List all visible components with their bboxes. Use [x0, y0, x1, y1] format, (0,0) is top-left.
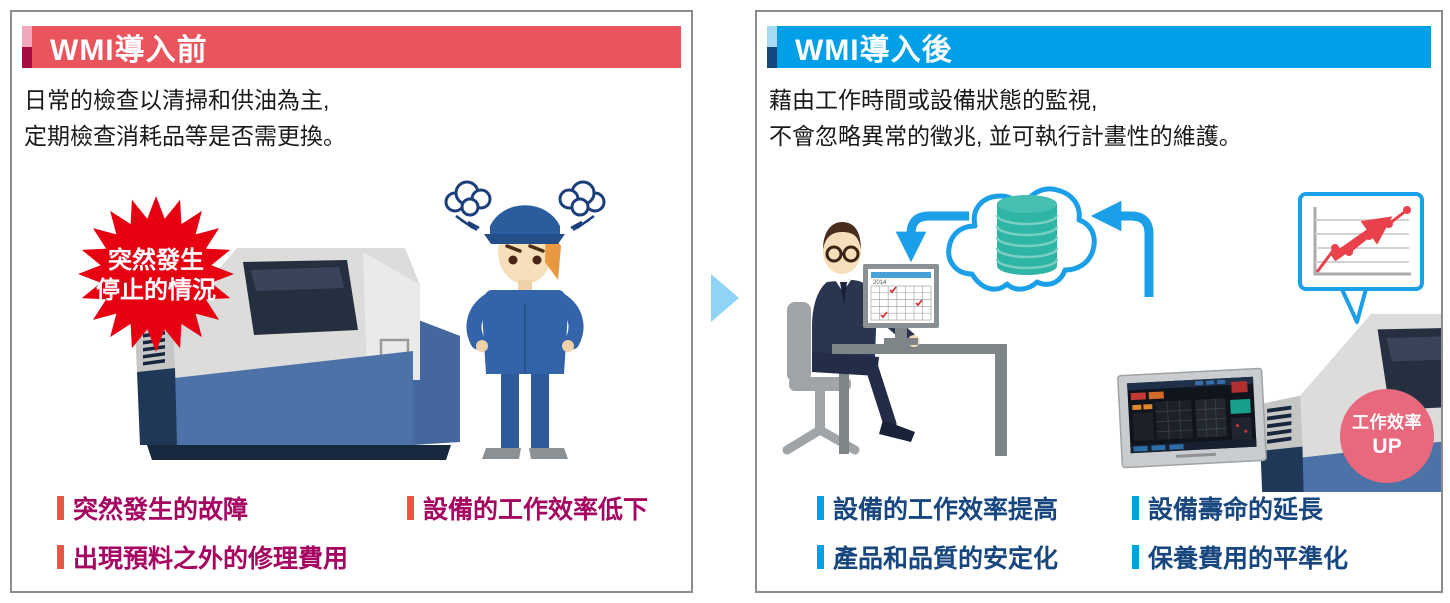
machine-to-cloud-arrow-icon	[1090, 200, 1154, 297]
bullet-bar-icon	[57, 545, 64, 569]
calendar-monitor-icon: 2014	[863, 264, 939, 345]
calendar-year: 2014	[873, 280, 887, 286]
bullet-bar-icon	[57, 496, 64, 520]
after-bullet-list: 設備的工作效率提高 設備壽命的延長 產品和品質的安定化 保養費用的平準化	[817, 490, 1348, 575]
desk	[832, 344, 1007, 354]
after-description: 藉由工作時間或設備狀態的監視, 不會忽略異常的徵兆, 並可執行計畫性的維護。	[769, 82, 1431, 154]
after-description-line1: 藉由工作時間或設備狀態的監視,	[769, 87, 1098, 113]
before-illustration: 突然發生 停止的情況	[78, 180, 606, 462]
before-description-line2: 定期檢查消耗品等是否需更換。	[24, 123, 346, 149]
operator-at-desk-icon: 2014	[782, 222, 1007, 456]
before-header-band: WMI導入前	[22, 26, 681, 68]
bullet-bar-icon	[1132, 545, 1139, 569]
cloud-to-pc-arrow-icon	[895, 211, 969, 263]
before-description: 日常的檢查以清掃和供油為主, 定期檢查消耗品等是否需更換。	[24, 82, 681, 154]
bullet-bar-icon	[817, 545, 824, 569]
after-title: WMI導入後	[795, 34, 953, 67]
bullet-bar-icon	[1132, 496, 1139, 520]
before-bullet-list: 突然發生的故障 設備的工作效率低下 出現預料之外的修理費用	[57, 490, 648, 575]
list-item: 保養費用的平準化	[1132, 539, 1348, 575]
before-title: WMI導入前	[50, 34, 208, 67]
list-item: 設備壽命的延長	[1132, 490, 1348, 526]
badge-line1: 工作效率	[1352, 413, 1422, 433]
angry-worker-icon	[444, 180, 606, 459]
steam-puff-icon	[444, 180, 606, 232]
list-item: 突然發生的故障	[57, 490, 407, 526]
header-accent-bar	[22, 26, 32, 68]
before-panel: WMI導入前 日常的檢查以清掃和供油為主, 定期檢查消耗品等是否需更換。 突然發…	[10, 10, 693, 593]
efficiency-up-badge: 工作效率 UP	[1340, 389, 1434, 483]
header-accent-bar	[767, 26, 777, 68]
after-description-line2: 不會忽略異常的徵兆, 並可執行計畫性的維護。	[769, 123, 1242, 149]
before-description-line1: 日常的檢查以清掃和供油為主,	[24, 87, 330, 113]
cloud-database-icon	[946, 186, 1097, 292]
badge-line2: UP	[1372, 434, 1402, 458]
trend-chart-bubble-icon	[1298, 192, 1424, 324]
office-chair-icon	[782, 302, 860, 455]
transition-arrow-icon	[711, 274, 739, 322]
list-item: 出現預料之外的修理費用	[57, 539, 407, 575]
bullet-bar-icon	[407, 496, 414, 520]
starburst-text-line2: 停止的情況	[96, 276, 216, 304]
list-item: 設備的工作效率低下	[407, 490, 648, 526]
after-header-band: WMI導入後	[767, 26, 1431, 68]
sudden-stop-starburst: 突然發生 停止的情況	[78, 196, 234, 352]
starburst-text-line1: 突然發生	[108, 246, 204, 274]
hmi-touch-panel-icon	[1117, 367, 1267, 469]
list-item: 產品和品質的安定化	[817, 539, 1132, 575]
after-panel: WMI導入後 藉由工作時間或設備狀態的監視, 不會忽略異常的徵兆, 並可執行計畫…	[755, 10, 1443, 593]
list-item: 設備的工作效率提高	[817, 490, 1132, 526]
bullet-bar-icon	[817, 496, 824, 520]
after-illustration: 2014	[782, 186, 1441, 492]
